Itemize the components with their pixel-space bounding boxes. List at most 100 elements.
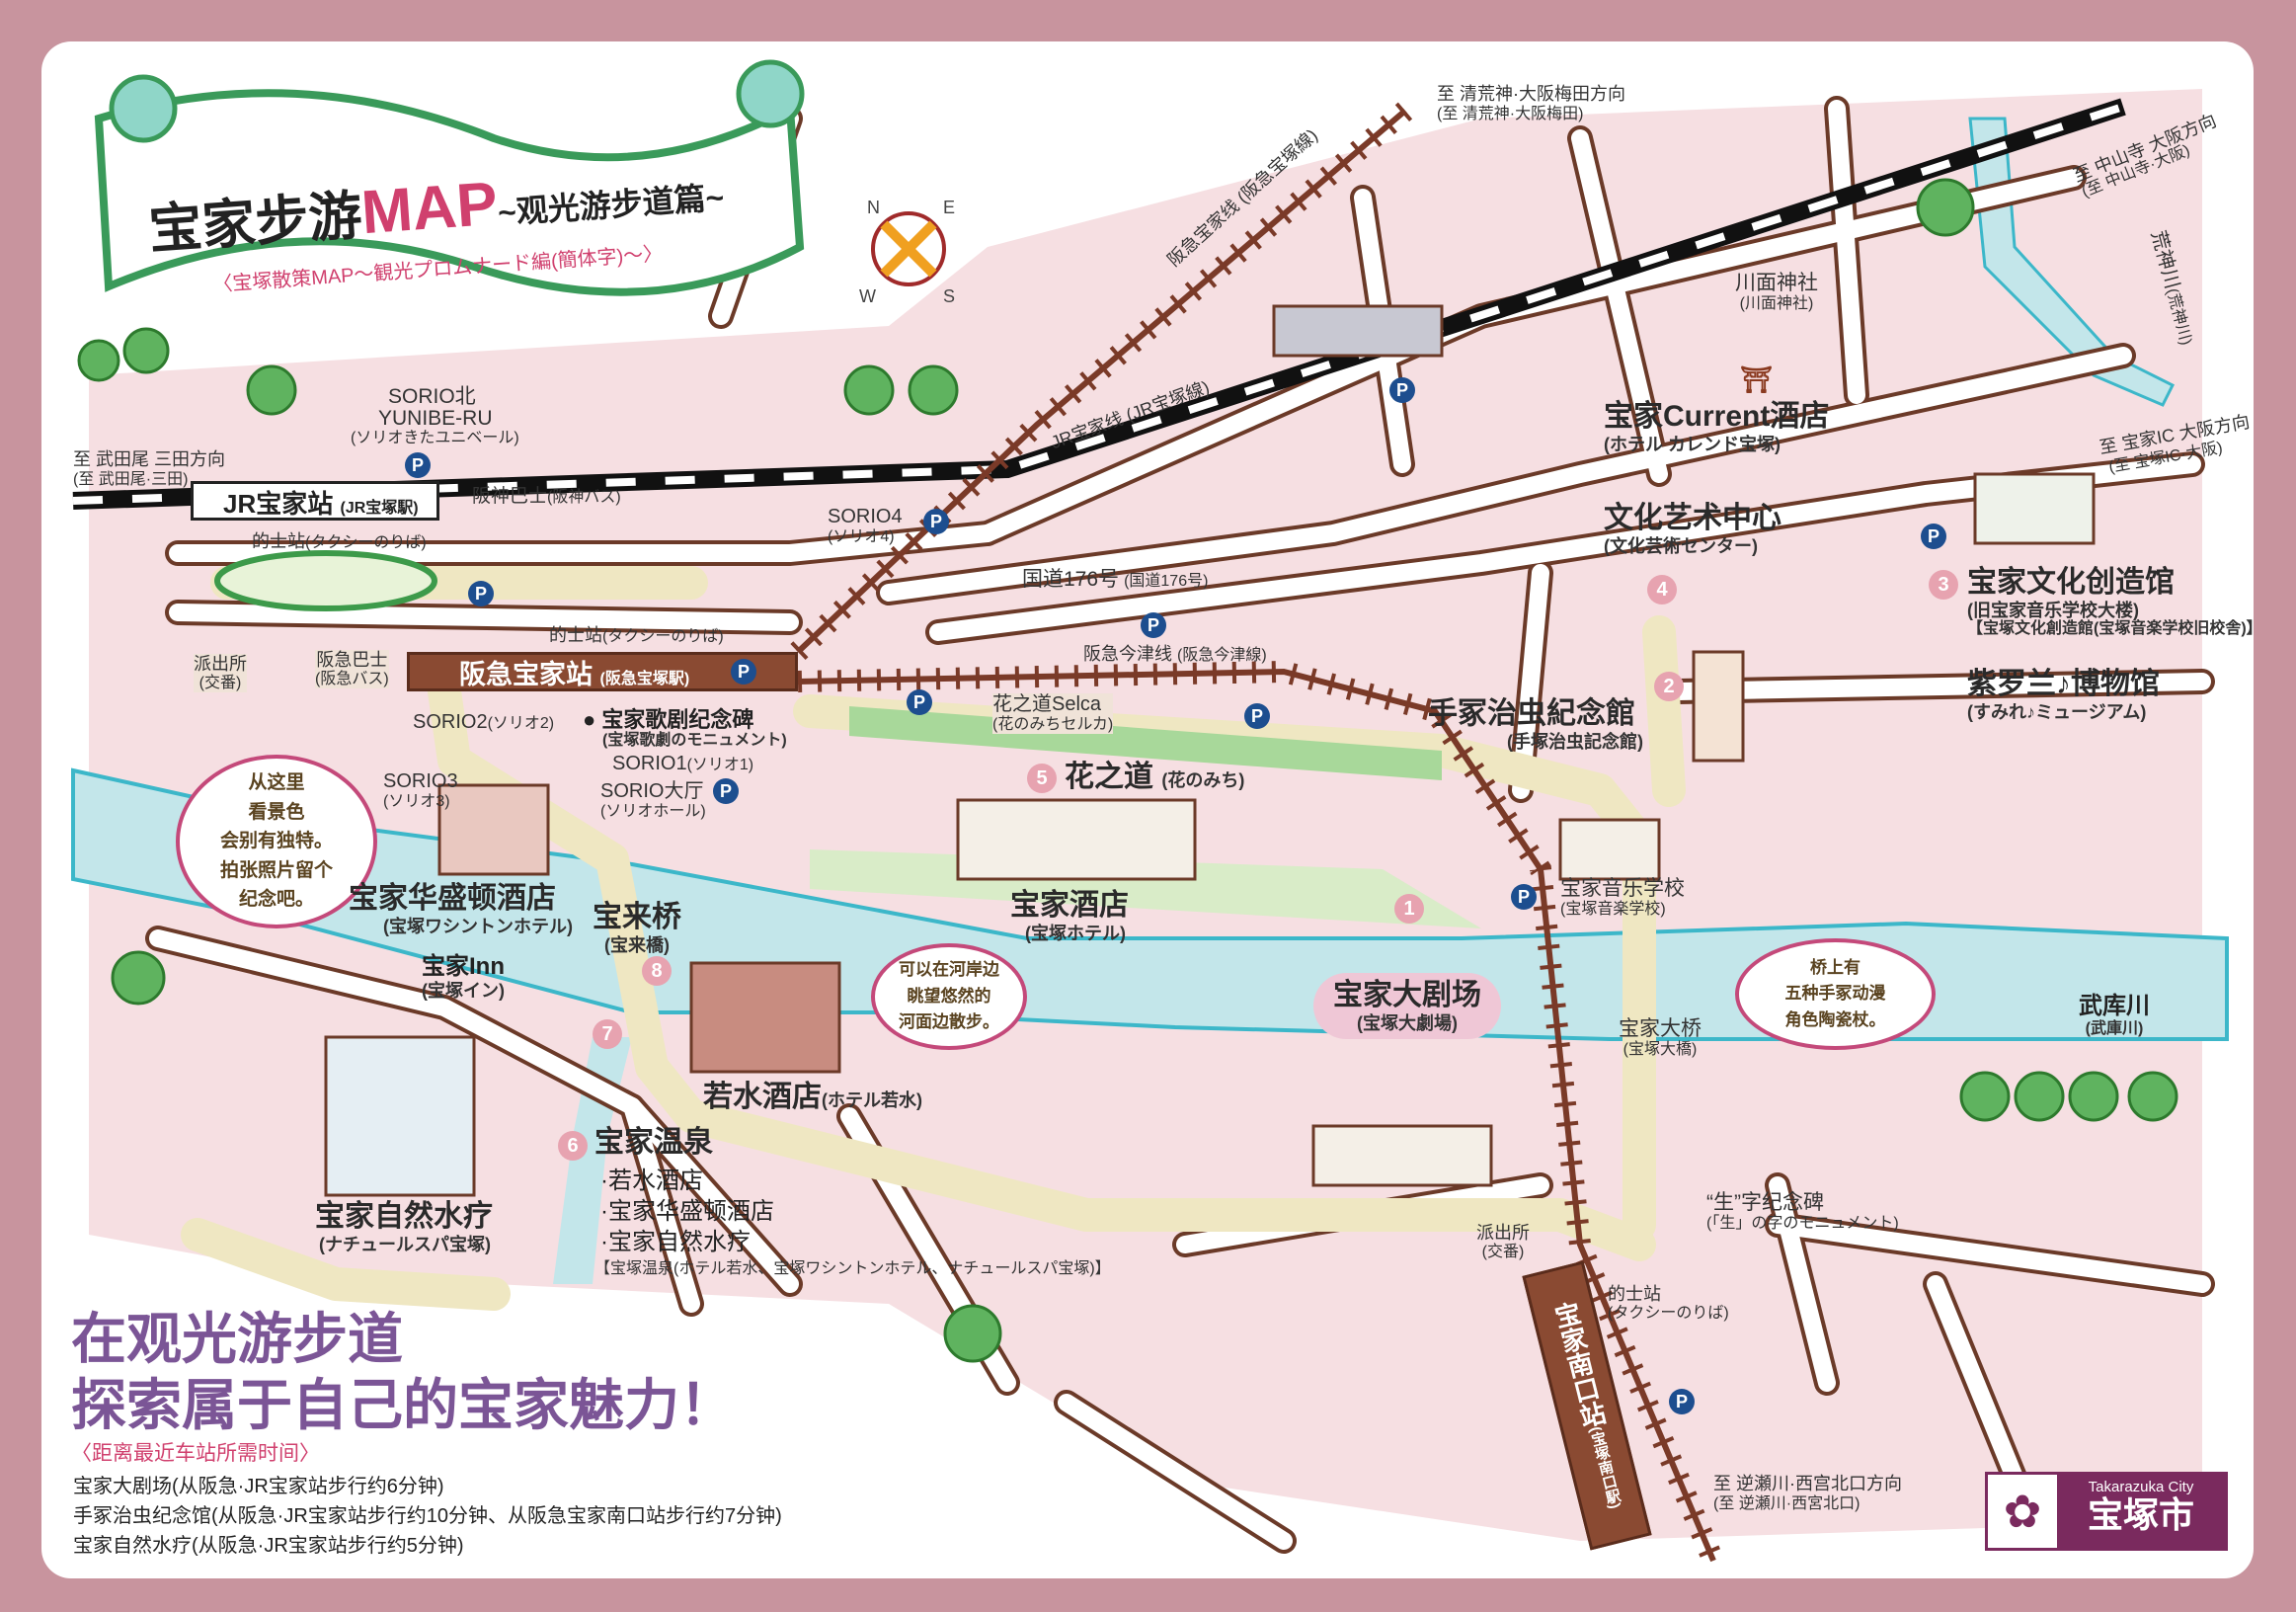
taxi3-main: 的士站 (1608, 1284, 1661, 1304)
jr-takarazuka-station[interactable]: JR宝家站 (JR宝塚駅) (191, 481, 439, 521)
hananomichi: 花之道 (花のみち) (1065, 761, 1244, 795)
kageki-monument-sub: (宝塚歌劇のモニュメント) (602, 732, 787, 750)
tezuka-main: 手冢治虫紀念館 (1428, 697, 1635, 730)
mukogawa-label: 武库川(武庫川) (2079, 993, 2150, 1038)
parking-icon: P (713, 778, 739, 804)
direction-takedao-sub: (至 武田尾·三田) (73, 471, 189, 488)
onsen-item: ·宝家华盛顿酒店 (600, 1198, 774, 1226)
route176-main: 国道176号 (1022, 568, 1120, 591)
police-box-south: 派出所(交番) (1476, 1223, 1530, 1261)
selca-main: 花之道Selca (992, 693, 1102, 715)
trees (77, 178, 2178, 1363)
bubble-view-line: 从这里 (248, 772, 305, 794)
taxi1-main: 的士站 (252, 531, 305, 551)
mukogawa-river (71, 767, 2229, 1041)
marker-5: 5 (1027, 764, 1057, 793)
onsen-note: 【宝塚温泉(ホテル若水、宝塚ワシントンホテル、ナチュールスパ宝塚)】 (594, 1260, 1111, 1277)
shrine-torii-icon: ⛩ (1740, 364, 1774, 394)
grand-theater[interactable]: 宝家大剧场(宝塚大劇場) (1313, 973, 1501, 1040)
map-card (41, 41, 2254, 1578)
hanshin-bus-main: 阪神巴士 (472, 486, 548, 507)
sei-monument: “生”字纪念碑(「生」の字のモニュメント) (1706, 1191, 1899, 1234)
hankyu-station-name: 阪急宝家站 (459, 660, 593, 689)
title-banner (94, 89, 805, 296)
hankyu-lines (790, 102, 1724, 1566)
hankyu-bus-sub: (阪急バス) (315, 670, 389, 687)
hotel-main: 宝家酒店 (1010, 889, 1129, 922)
imazu-sub: (阪急今津線) (1177, 647, 1267, 664)
bubble-view-line: 拍张照片留个 (219, 859, 333, 881)
parking-icon: P (1921, 524, 1946, 549)
bubble-bridge-line: 五种手冢动漫 (1784, 984, 1886, 1004)
direction-umeda: 至 清荒神·大阪梅田方向 (1437, 84, 1625, 104)
selca-sub: (花のみちセルカ) (992, 716, 1114, 733)
souzoukan: 宝家文化创造馆(旧宝家音乐学校大楼)【宝塚文化創造館(宝塚音楽学校旧校舎)】 (1967, 566, 2262, 639)
logo-en: Takarazuka City (2088, 1479, 2194, 1495)
monument-dot-icon: ● (583, 707, 602, 732)
compass-s: S (943, 286, 956, 306)
parking-icon: P (1389, 377, 1415, 403)
direction-sakasegawa-sub: (至 逆瀬川·西宮北口) (1713, 1495, 1861, 1512)
marker-8: 8 (642, 956, 672, 986)
tezuka-museum: 手冢治虫紀念館(手塚治虫記念館) (1428, 697, 1643, 752)
marker-2: 2 (1654, 672, 1684, 701)
route176-label: 国道176号 (国道176号) (1022, 568, 1208, 592)
sei-monument-main: “生”字纪念碑 (1706, 1191, 1824, 1214)
compass-n: N (867, 198, 880, 217)
hanshin-bus-sub: (阪神バス) (547, 489, 621, 506)
walk-time-item: 手冢治虫纪念馆(从阪急·JR宝家站步行约10分钟、从阪急宝家南口站步行约7分钟) (73, 1505, 782, 1527)
jr-station-sub: (JR宝塚駅) (340, 500, 419, 517)
compass-w: W (859, 286, 876, 306)
sorio-hall: SORIO大厅(ソリオホール) (600, 780, 706, 821)
grand-theater-sub: (宝塚大劇場) (1357, 1012, 1458, 1033)
imazu-line-label: 阪急今津线 (阪急今津線) (1083, 644, 1267, 665)
souzoukan-sub: (旧宝家音乐学校大楼) (1967, 600, 2139, 620)
hananomichi-main: 花之道 (1065, 761, 1153, 793)
onsen-item: ·宝家自然水疗 (600, 1229, 751, 1256)
selca: 花之道Selca(花のみちセルカ) (992, 693, 1114, 735)
bubble-bridge-line: 角色陶瓷杖。 (1784, 1009, 1886, 1029)
koban1-sub: (交番) (198, 674, 242, 691)
parking-icon: P (907, 689, 932, 715)
onsen-list: ·若水酒店 ·宝家华盛顿酒店 ·宝家自然水疗 (600, 1166, 774, 1258)
onsen-item: ·若水酒店 (600, 1168, 703, 1194)
direction-sakasegawa: 至 逆瀬川·西宫北口方向 (1713, 1474, 1902, 1493)
compass-e: E (943, 198, 956, 217)
kawamo-sub: (川面神社) (1739, 295, 1814, 313)
parking-icon: P (1244, 703, 1270, 729)
walk-time-item: 宝家自然水疗(从阪急·JR宝家站步行约5分钟) (73, 1535, 464, 1557)
parking-icon: P (1669, 1389, 1695, 1414)
grand-theater-main: 宝家大剧场 (1333, 979, 1481, 1011)
route176-sub: (国道176号) (1124, 573, 1209, 590)
sorio4: SORIO4(ソリオ4) (828, 506, 903, 546)
sorio-kita-l2: YUNIBE-RU (378, 407, 493, 430)
bunka-center: 文化艺术中心(文化芸術センター) (1604, 502, 1781, 556)
bunka-center-sub: (文化芸術センター) (1604, 535, 1758, 556)
marker-3: 3 (1929, 570, 1958, 600)
takarazuka-ohashi: 宝家大桥(宝塚大橋) (1619, 1017, 1702, 1060)
compass-rose (871, 211, 946, 286)
takarazuka-inn: 宝家Inn(宝塚イン) (422, 953, 505, 1001)
koban1-main: 派出所 (194, 654, 247, 674)
taxi2-main: 的士站 (549, 625, 602, 645)
natural-spa-main: 宝家自然水疗 (315, 1200, 493, 1233)
hotel-sub: (宝塚ホテル) (1025, 923, 1126, 943)
inn-sub: (宝塚イン) (422, 980, 505, 1001)
current-main: 宝家Current酒店 (1604, 400, 1830, 433)
sorio-kita-l1: SORIO北 (388, 385, 476, 408)
hankyu-bus: 阪急巴士(阪急バス) (315, 650, 389, 689)
marker-4: 4 (1647, 575, 1677, 604)
speech-bubble-view: 从这里看景色会别有独特。拍张照片留个纪念吧。 (176, 755, 377, 928)
bubble-river-line: 河面边散步。 (899, 1012, 999, 1032)
washington-sub: (宝塚ワシントンホテル) (383, 916, 573, 936)
ohashi-sub: (宝塚大橋) (1623, 1041, 1698, 1059)
current-hotel: 宝家Current酒店(ホテル カレンド宝塚) (1604, 400, 1829, 454)
koban2-main: 派出所 (1476, 1223, 1530, 1243)
bunka-center-main: 文化艺术中心 (1604, 502, 1781, 534)
marker-7: 7 (593, 1019, 622, 1049)
scroll-end-right (736, 59, 805, 128)
sumire-sub: (すみれ♪ミュージアム) (1967, 701, 2147, 722)
taxi2-sub: (タクシーのりば) (602, 628, 724, 645)
sei-monument-sub: (「生」の字のモニュメント) (1706, 1215, 1899, 1233)
bubble-view-line: 看景色 (248, 801, 305, 823)
